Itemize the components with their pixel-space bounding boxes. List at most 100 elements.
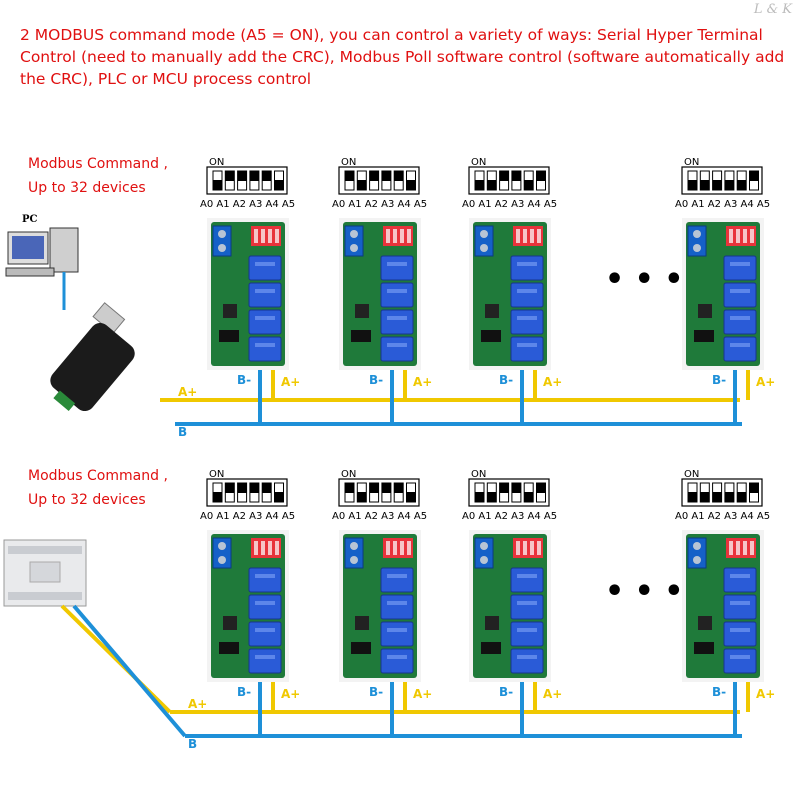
chip: [485, 616, 499, 630]
dip-switch-block: [383, 538, 413, 558]
relay: [380, 336, 414, 362]
relay-module: [339, 218, 421, 370]
chip: [223, 304, 237, 318]
relay: [510, 621, 544, 647]
dip-switch-block: [513, 538, 543, 558]
relay: [248, 309, 282, 335]
relay-module: [207, 218, 289, 370]
plc-terminal-strip: [8, 546, 82, 554]
relay: [723, 255, 757, 281]
relay-label: [517, 343, 537, 347]
relay: [248, 336, 282, 362]
dip-lever-off: [357, 492, 367, 502]
relay: [380, 594, 414, 620]
mode-description: 2 MODBUS command mode (A5 = ON), you can…: [20, 26, 785, 88]
dip-pin-labels: A0 A1 A2 A3 A4 A5: [675, 511, 770, 522]
relay-label: [255, 343, 275, 347]
relay: [723, 621, 757, 647]
relay-label: [255, 628, 275, 632]
dip-lever-on: [249, 171, 259, 181]
relay-label: [255, 655, 275, 659]
command-label-top: Modbus Command , Up to 32 devices: [28, 152, 168, 200]
terminal-screw: [480, 556, 488, 564]
b-minus-label: B-: [369, 685, 383, 699]
relay-label: [387, 316, 407, 320]
relay-label: [517, 655, 537, 659]
screw-terminal: [212, 537, 232, 569]
chip: [698, 304, 712, 318]
a-plus-label: A+: [543, 687, 562, 701]
relay: [380, 255, 414, 281]
a-plus-lead-wire: [60, 604, 172, 714]
terminal-screw: [480, 542, 488, 550]
b-minus-label: B-: [499, 373, 513, 387]
dip-switch-key: [729, 229, 733, 243]
dip-switch-block: [251, 226, 281, 246]
dip-lever-off: [712, 180, 722, 190]
terminal-screw: [218, 556, 226, 564]
dip-pin-labels: A0 A1 A2 A3 A4 A5: [200, 199, 295, 210]
dip-lever-off: [357, 180, 367, 190]
terminal-screw: [693, 244, 701, 252]
command-label-line: Modbus Command ,: [28, 468, 168, 484]
dip-switch-key: [254, 229, 258, 243]
more-devices-ellipsis: • • •: [605, 574, 683, 609]
relay-label: [255, 601, 275, 605]
chip: [223, 616, 237, 630]
dip-switch-key: [743, 229, 747, 243]
dip-lever-on: [262, 171, 272, 181]
relay-label: [730, 262, 750, 266]
relay: [510, 255, 544, 281]
terminal-screw: [480, 230, 488, 238]
dip-lever-off: [524, 180, 534, 190]
dip-pin-labels: A0 A1 A2 A3 A4 A5: [332, 511, 427, 522]
dip-lever-off: [724, 180, 734, 190]
dip-pin-labels: A0 A1 A2 A3 A4 A5: [200, 511, 295, 522]
dip-on-label: ON: [341, 157, 356, 168]
dip-switch-key: [523, 541, 527, 555]
dip-pin-labels: A0 A1 A2 A3 A4 A5: [462, 199, 557, 210]
dip-on-label: ON: [209, 157, 224, 168]
command-label-bottom: Modbus Command , Up to 32 devices: [28, 464, 168, 512]
dip-pin-labels: A0 A1 A2 A3 A4 A5: [332, 199, 427, 210]
b-minus-label: B-: [499, 685, 513, 699]
dip-switch-key: [530, 541, 534, 555]
trunk-b-label: B: [188, 737, 197, 751]
dip-lever-on: [749, 171, 759, 181]
relay: [248, 282, 282, 308]
relay-label: [387, 601, 407, 605]
terminal-screw: [480, 244, 488, 252]
dip-switch-key: [268, 541, 272, 555]
monitor-screen: [12, 236, 44, 259]
relay-module: [682, 530, 764, 682]
terminal-screw: [218, 230, 226, 238]
screw-terminal: [474, 225, 494, 257]
dip-pin-labels: A0 A1 A2 A3 A4 A5: [675, 199, 770, 210]
dip-switch-key: [736, 541, 740, 555]
relay: [248, 621, 282, 647]
dip-lever-off: [487, 492, 497, 502]
dip-switch-key: [407, 541, 411, 555]
relay-module: [469, 530, 551, 682]
dip-lever-off: [737, 492, 747, 502]
relay-label: [730, 316, 750, 320]
dip-lever-on: [536, 171, 546, 181]
dip-lever-on: [499, 483, 509, 493]
dip-switch-key: [537, 229, 541, 243]
relay-label: [730, 601, 750, 605]
pc-label: PC: [22, 214, 38, 225]
dip-switch-key: [261, 541, 265, 555]
dip-on-label: ON: [471, 469, 486, 480]
dip-lever-off: [475, 180, 484, 190]
relay: [248, 594, 282, 620]
dip-switch-key: [275, 229, 279, 243]
dip-lever-off: [213, 180, 222, 190]
dip-switch-key: [537, 541, 541, 555]
plc-cover: [29, 561, 61, 583]
relay: [723, 282, 757, 308]
relay: [380, 309, 414, 335]
chip: [485, 304, 499, 318]
